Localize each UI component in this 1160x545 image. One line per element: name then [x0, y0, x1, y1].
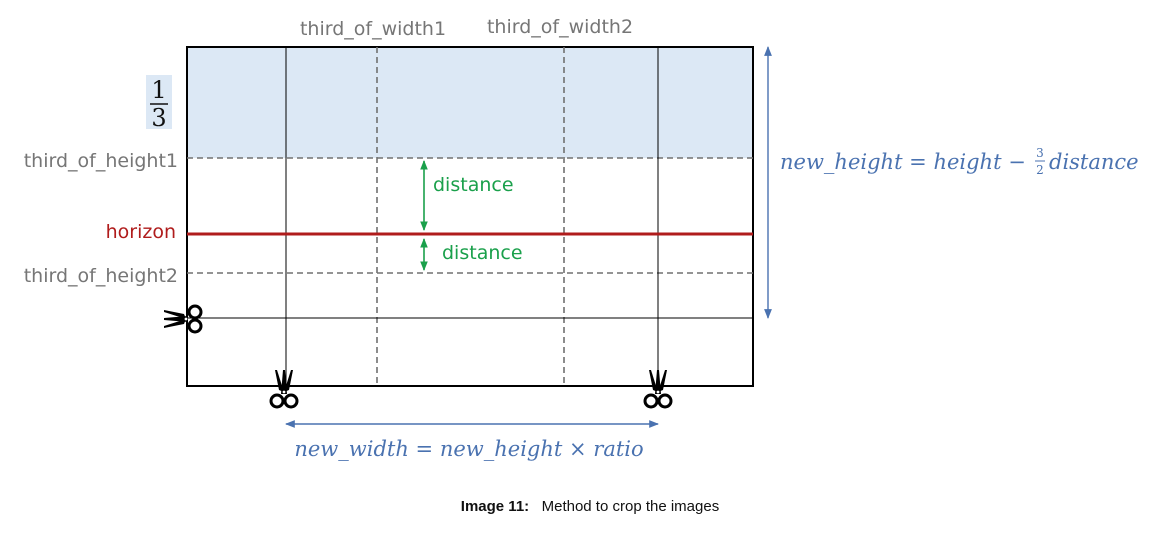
third-of-width1-label: third_of_width1 [300, 18, 446, 40]
distance-label-upper: distance [433, 174, 514, 196]
third-of-width2-label: third_of_width2 [487, 16, 633, 38]
image-frame [186, 46, 754, 387]
new-height-fraction-denominator: 2 [1036, 163, 1044, 177]
figure-caption: Image 11: Method to crop the images [461, 498, 719, 515]
scissors-icon [643, 368, 673, 409]
new-height-formula-rhs: distance [1049, 150, 1139, 174]
caption-text: Method to crop the images [542, 498, 720, 515]
fraction-background [146, 75, 172, 129]
caption-number: Image 11: [461, 498, 529, 515]
distance-label-lower: distance [442, 242, 523, 264]
fraction-denominator: 3 [151, 104, 166, 132]
third-of-height2-label: third_of_height2 [24, 265, 178, 287]
third-of-height1-label: third_of_height1 [24, 150, 178, 172]
new-height-fraction-numerator: 3 [1036, 146, 1044, 160]
new-height-formula-lhs: new_height = height − [780, 150, 1026, 174]
fraction-numerator: 1 [151, 76, 166, 104]
scissors-icon [162, 304, 203, 334]
horizon-label: horizon [106, 221, 176, 243]
top-third-region [187, 47, 753, 158]
scissors-icon [269, 368, 299, 409]
new-width-formula: new_width = new_height × ratio [294, 437, 643, 461]
